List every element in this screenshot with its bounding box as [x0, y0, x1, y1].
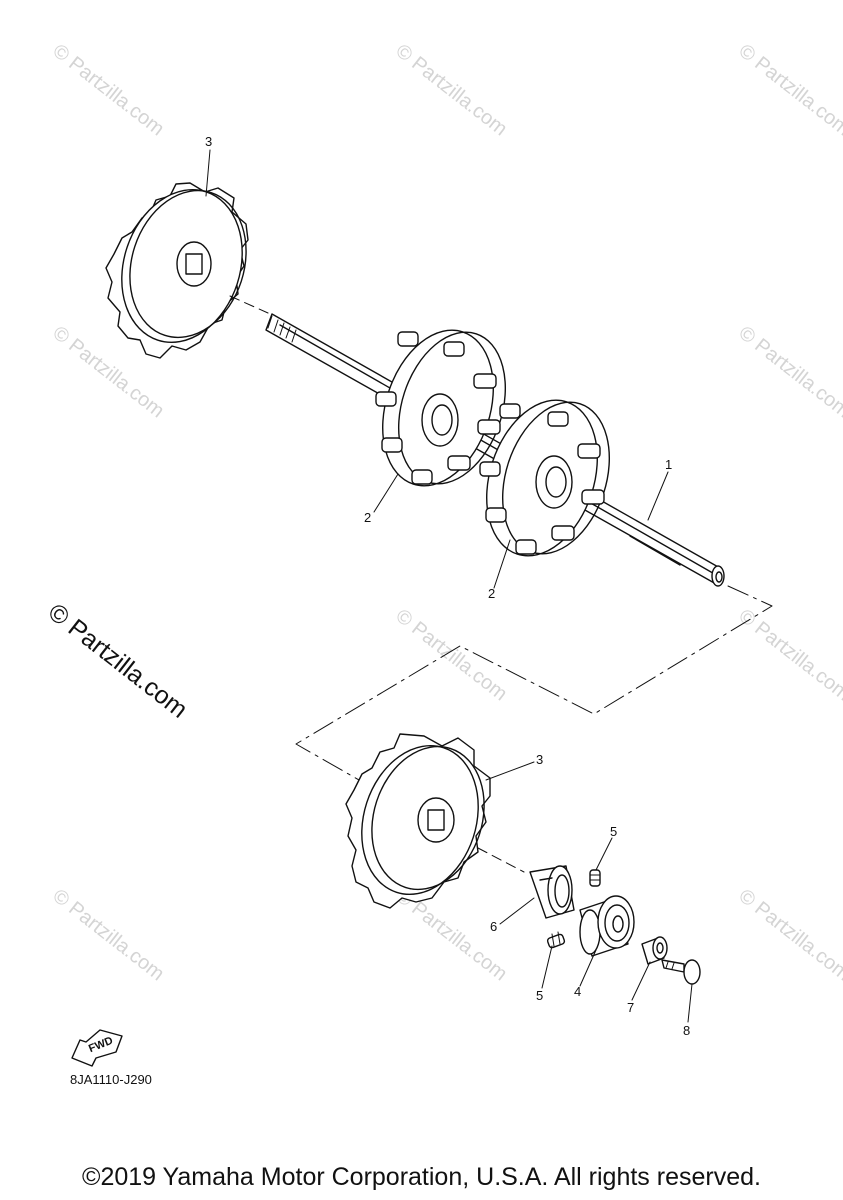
callout-5: 5 — [536, 988, 544, 1003]
wheel-sprocket-right — [479, 399, 611, 557]
fwd-arrow-icon — [71, 1029, 123, 1067]
callout-6: 6 — [490, 919, 498, 934]
callout-3: 3 — [205, 134, 213, 149]
callout-7: 7 — [627, 1000, 635, 1015]
callout-1: 1 — [665, 457, 673, 472]
sprocket-lower — [345, 733, 491, 909]
callout-2: 2 — [488, 586, 496, 601]
set-screw-upper — [589, 869, 601, 887]
callout-4: 4 — [574, 984, 582, 999]
wheel-sprocket-left — [375, 329, 507, 487]
copyright-notice: ©2019 Yamaha Motor Corporation, U.S.A. A… — [82, 1163, 761, 1191]
bolt — [661, 959, 701, 985]
set-screw-lower — [546, 931, 566, 949]
nut — [641, 936, 668, 965]
bearing — [579, 895, 635, 957]
callout-3: 3 — [536, 752, 544, 767]
drive-shaft — [265, 313, 725, 587]
callout-8: 8 — [683, 1023, 691, 1038]
collar — [529, 865, 575, 919]
callout-5: 5 — [610, 824, 618, 839]
diagram-code: 8JA1110-J290 — [70, 1072, 152, 1087]
sprocket-upper — [105, 182, 249, 359]
callout-2: 2 — [364, 510, 372, 525]
